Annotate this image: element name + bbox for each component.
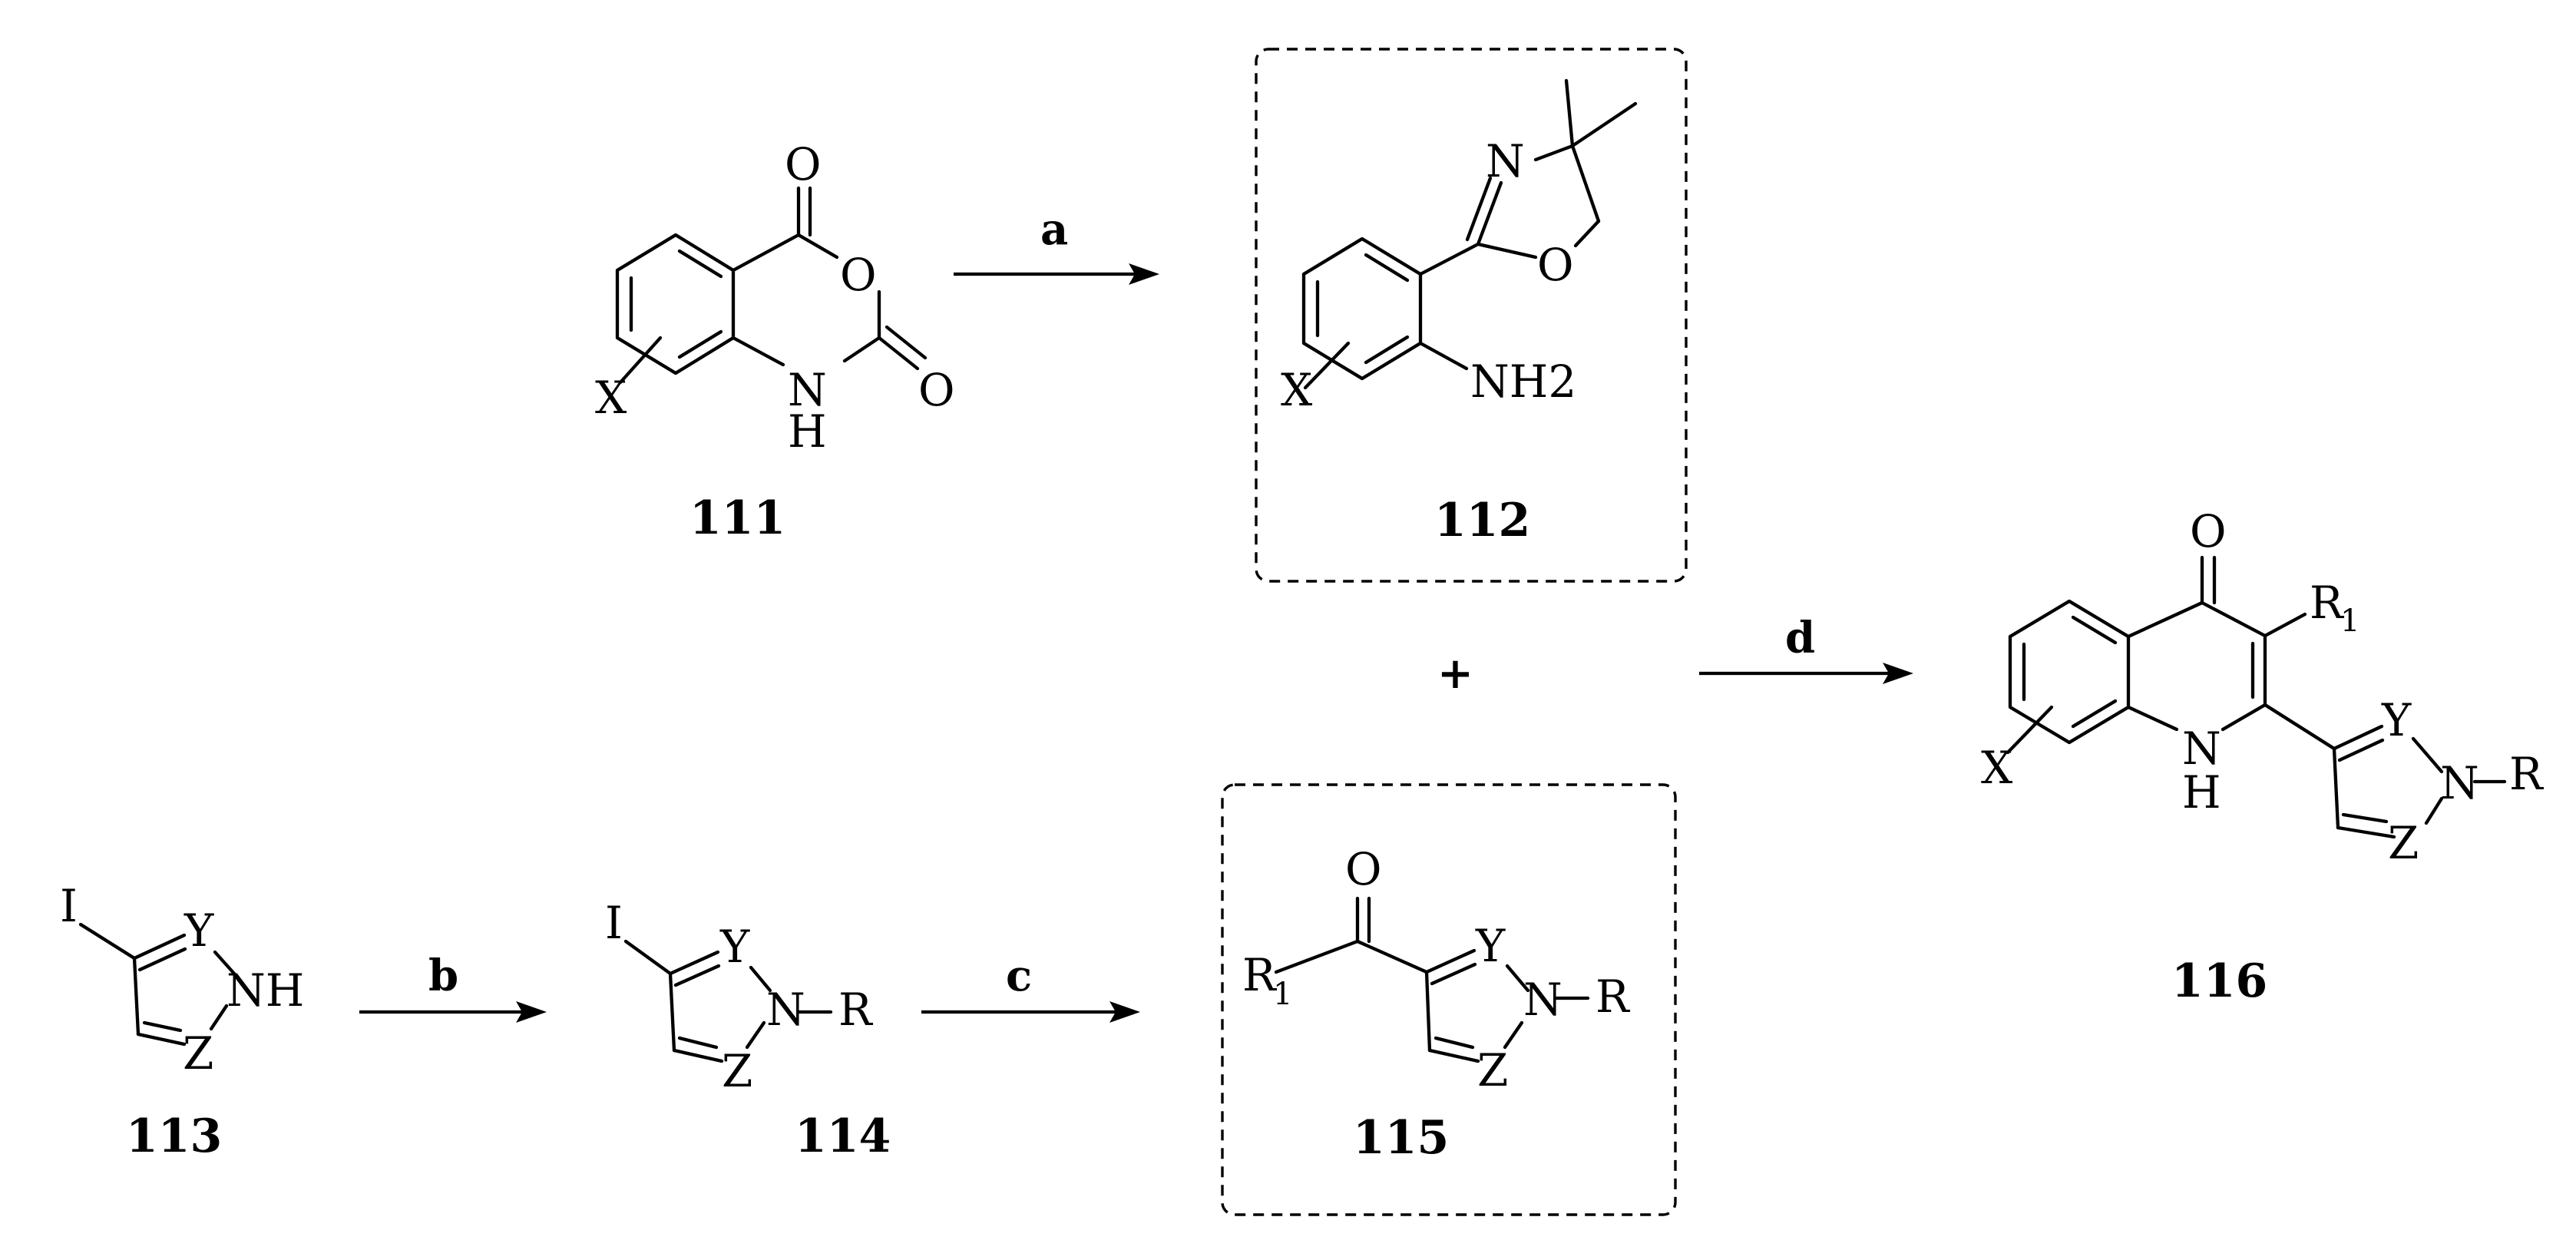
atom-R-114: R [838, 984, 874, 1036]
dashed-box-112 [1255, 48, 1688, 583]
atom-O-ring-111: O [840, 249, 877, 301]
atom-NH2-112: NH2 [1470, 355, 1576, 408]
reagent-label-d: d [1785, 613, 1815, 663]
atom-N-111: N [788, 364, 827, 416]
atom-N-115: N [1523, 974, 1562, 1026]
atom-X-116: X [1981, 742, 2013, 794]
atom-Z-116: Z [2388, 817, 2419, 869]
compound-112-structure [1301, 78, 1638, 390]
atom-R1-subscript-115: 1 [1273, 977, 1292, 1012]
compound-label-116: 116 [2171, 954, 2267, 1008]
reagent-label-b: b [428, 951, 458, 1001]
compound-116-structure [2006, 555, 2507, 839]
reaction-arrow-c [921, 1001, 1140, 1023]
atom-O-115: O [1345, 843, 1382, 895]
atom-Y-115: Y [1475, 920, 1506, 972]
atom-H-quinolone-116: H [2182, 766, 2221, 818]
compound-label-112: 112 [1434, 494, 1530, 547]
compound-111-structure [615, 186, 928, 385]
compound-label-111: 111 [689, 491, 785, 545]
atom-Z-113: Z [183, 1027, 213, 1080]
atom-O-exo-111: O [918, 364, 955, 416]
reaction-arrow-d [1699, 663, 1913, 684]
atom-NH-113: NH [227, 964, 304, 1017]
atom-O-oxazoline-112: O [1537, 239, 1574, 291]
atom-Y-114: Y [719, 921, 750, 973]
reaction-arrow-b [359, 1001, 547, 1023]
reagent-label-c: c [1006, 951, 1032, 1001]
atom-R1-115: R [1242, 949, 1278, 1001]
compound-label-114: 114 [795, 1109, 891, 1163]
atom-Y-113: Y [184, 904, 214, 957]
atom-N-pyrazole-116: N [2440, 757, 2479, 809]
atom-R1-subscript-116: 1 [2340, 604, 2359, 639]
atom-I-114: I [605, 897, 623, 949]
atom-Z-115: Z [1477, 1044, 1508, 1096]
reagent-label-a: a [1040, 204, 1068, 255]
compound-113-structure [78, 922, 236, 1047]
compound-114-structure [623, 939, 833, 1063]
compound-label-115: 115 [1353, 1111, 1449, 1165]
atom-Y-116: Y [2381, 694, 2412, 746]
reaction-arrow-a [954, 263, 1159, 285]
atom-N-114: N [766, 984, 805, 1036]
compound-115-structure [1274, 896, 1590, 1063]
atom-X-112: X [1281, 364, 1313, 416]
atom-O-carbonyl-111: O [785, 138, 822, 190]
atom-X-111: X [595, 372, 627, 424]
atom-O-116: O [2190, 505, 2227, 557]
atom-Z-114: Z [722, 1045, 752, 1097]
atom-I-113: I [60, 880, 78, 932]
plus-sign: + [1437, 648, 1473, 699]
dashed-box-115 [1221, 783, 1677, 1216]
atom-N-quinolone-116: N [2182, 723, 2221, 775]
atom-N-oxazoline-112: N [1486, 135, 1525, 187]
atom-R-116: R [2509, 748, 2545, 800]
compound-label-113: 113 [126, 1109, 222, 1163]
atom-H-111: H [788, 405, 827, 458]
atom-R1-116: R [2310, 577, 2345, 629]
atom-R-115: R [1596, 971, 1631, 1023]
